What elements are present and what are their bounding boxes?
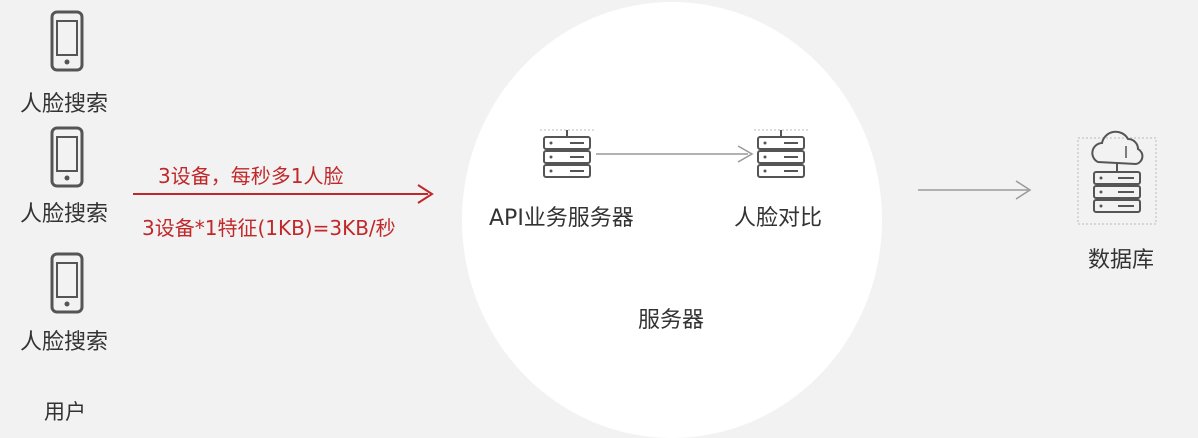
- flow-data-text: 3设备*1特征(1KB)=3KB/秒: [142, 216, 396, 240]
- request-arrow-head: [417, 184, 434, 204]
- device-label: 人脸搜索: [20, 92, 109, 117]
- device-label: 人脸搜索: [20, 202, 109, 227]
- api-server-label: API业务服务器: [489, 206, 634, 231]
- server-group-circle: [462, 2, 882, 438]
- users-group-label: 用户: [44, 400, 86, 424]
- flow-rate-text: 3设备，每秒多1人脸: [158, 164, 344, 188]
- server-group-label: 服务器: [638, 308, 705, 333]
- api-to-face-arrow-head: [737, 145, 754, 163]
- device-label: 人脸搜索: [20, 330, 109, 355]
- face-compare-label: 人脸对比: [734, 206, 823, 231]
- database-label: 数据库: [1088, 248, 1155, 273]
- server-to-db-arrow-head: [1015, 180, 1032, 200]
